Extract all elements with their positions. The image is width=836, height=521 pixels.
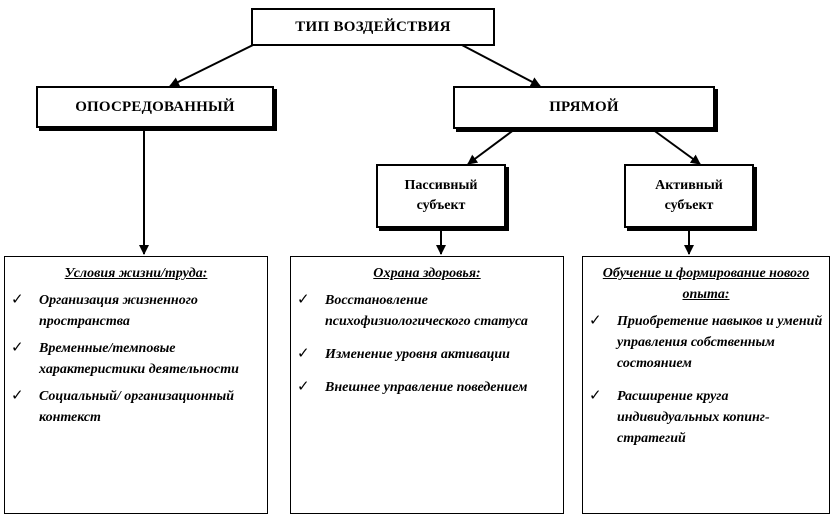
list-item-text: Организация жизненного пространства [39,293,198,329]
list-item-text: Временные/темповые характеристики деятел… [39,341,239,377]
panel-title: Условия жизни/труда: [64,266,208,281]
checkmark-icon: ✓ [11,340,24,356]
list-item-text: Социальный/ организационный контекст [39,389,235,425]
direct-node-label: ПРЯМОЙ [549,99,619,115]
panel-title: Охрана здоровья: [373,266,481,281]
arrow-direct-to-active [651,128,701,165]
list-item: ✓ Приобретение навыков и умений управлен… [583,311,829,374]
checkmark-icon: ✓ [297,292,310,308]
root-node-label: ТИП ВОЗДЕЙСТВИЯ [295,18,451,35]
list-item-text: Внешнее управление поведением [325,380,528,395]
checkmark-icon: ✓ [11,292,24,308]
list-item: ✓ Социальный/ организационный контекст [5,386,267,428]
list-item-text: Приобретение навыков и умений управления… [617,314,823,371]
list-item: ✓ Восстановление психофизиологического с… [291,290,563,332]
root-node: ТИП ВОЗДЕЙСТВИЯ [251,8,495,46]
panel-title: Обучение и формирование нового опыта: [602,266,810,302]
panel-list: ✓ Восстановление психофизиологического с… [291,290,563,398]
panel-health-protection: Охрана здоровья: ✓ Восстановление психоф… [290,256,564,514]
mediated-node: ОПОСРЕДОВАННЫЙ [36,86,274,128]
passive-subject-label: Пассивный субъект [404,178,478,213]
checkmark-icon: ✓ [297,379,310,395]
mediated-node-label: ОПОСРЕДОВАННЫЙ [75,98,235,115]
active-subject-label: Активный субъект [655,178,723,213]
checkmark-icon: ✓ [589,313,602,329]
passive-subject-node: Пассивный субъект [376,164,506,228]
list-item-text: Изменение уровня активации [325,347,510,362]
checkmark-icon: ✓ [297,346,310,362]
active-subject-node: Активный субъект [624,164,754,228]
list-item: ✓ Изменение уровня активации [291,344,563,365]
arrow-direct-to-passive [467,128,516,165]
list-item: ✓ Внешнее управление поведением [291,377,563,398]
panel-list: ✓ Приобретение навыков и умений управлен… [583,311,829,449]
list-item: ✓ Расширение круга индивидуальных копинг… [583,386,829,449]
list-item: ✓ Временные/темповые характеристики деят… [5,338,267,380]
arrow-root-to-mediated [169,43,256,87]
panel-living-conditions: Условия жизни/труда: ✓ Организация жизне… [4,256,268,514]
arrow-root-to-direct [459,43,541,87]
checkmark-icon: ✓ [589,388,602,404]
panel-list: ✓ Организация жизненного пространства ✓ … [5,290,267,428]
direct-node: ПРЯМОЙ [453,86,715,129]
checkmark-icon: ✓ [11,388,24,404]
list-item-text: Восстановление психофизиологического ста… [325,293,528,329]
panel-learning: Обучение и формирование нового опыта: ✓ … [582,256,830,514]
list-item: ✓ Организация жизненного пространства [5,290,267,332]
list-item-text: Расширение круга индивидуальных копинг-с… [617,389,770,446]
